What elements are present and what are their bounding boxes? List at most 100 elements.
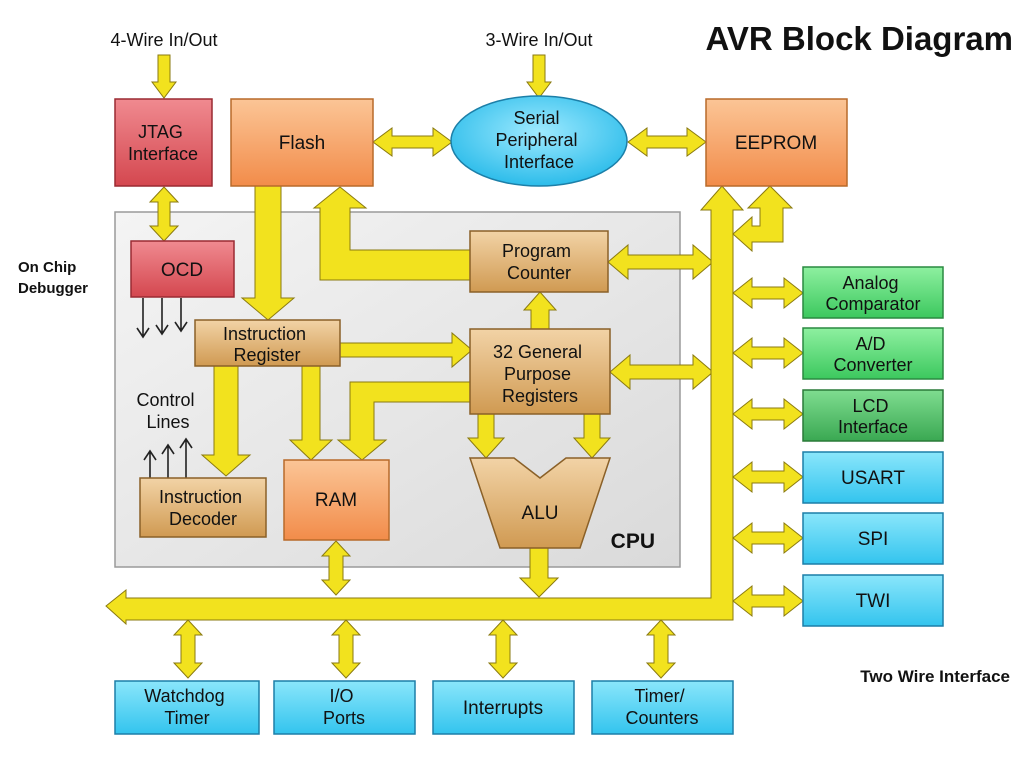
svg-text:USART: USART <box>841 468 905 489</box>
instruction-decoder-line-1: Instruction <box>159 487 242 507</box>
adc-line-1: A/D <box>855 334 885 354</box>
instruction-register-line-1: Instruction <box>223 324 306 344</box>
svg-text:EEPROM: EEPROM <box>735 133 817 154</box>
svg-text:Analog Comparator: Analog Comparator <box>825 273 920 314</box>
three-wire-arrow <box>526 54 552 99</box>
svg-text:Watchdog Timer: Watchdog Timer <box>144 686 229 728</box>
twi-line-1: TWI <box>856 591 891 612</box>
ir-decoder-arrow <box>200 365 252 477</box>
adc-bus-arrow <box>732 336 804 370</box>
four-wire-label: 4-Wire In/Out <box>110 30 217 50</box>
spi-bus-arrow <box>732 521 804 555</box>
spi-eeprom-arrow <box>627 127 707 157</box>
ram-bus-arrow <box>320 540 352 596</box>
watchdog-line-1: Watchdog <box>144 686 224 706</box>
svg-text:ALU: ALU <box>522 503 559 524</box>
jtag-line-1: JTAG <box>138 122 183 142</box>
instruction-decoder-block: Instruction Decoder <box>139 477 267 538</box>
svg-text:Timer/ Counters: Timer/ Counters <box>625 686 698 728</box>
control-lines-line-2: Lines <box>146 412 189 432</box>
svg-text:OCD: OCD <box>161 260 203 281</box>
svg-text:Instruction Decoder: Instruction Decoder <box>159 487 247 529</box>
timer-counters-block: Timer/ Counters <box>591 680 734 735</box>
program-counter-line-1: Program <box>502 241 571 261</box>
usart-block: USART <box>802 451 944 504</box>
svg-text:I/O Ports: I/O Ports <box>323 686 365 728</box>
adc-line-2: Converter <box>833 355 912 375</box>
program-counter-line-2: Counter <box>507 263 571 283</box>
gpr-ram-path <box>336 381 471 461</box>
ram-block: RAM <box>283 459 390 541</box>
eeprom-bus-arrow <box>732 185 794 253</box>
watchdog-bus-arrow <box>172 619 204 679</box>
twi-block: TWI <box>802 574 944 627</box>
gpr-pc-arrow <box>522 291 558 330</box>
diagram-title: AVR Block Diagram <box>706 20 1013 57</box>
gpr-line-1: 32 General <box>493 342 582 362</box>
bus-layer <box>105 54 804 679</box>
spi-ellipse-block: Serial Peripheral Interface <box>450 95 628 187</box>
ram-line-1: RAM <box>315 490 357 511</box>
lcd-line-2: Interface <box>838 417 908 437</box>
svg-text:LCD Interface: LCD Interface <box>838 396 908 437</box>
gpr-alu-left-arrow <box>466 413 506 459</box>
pc-flash-path <box>312 186 471 281</box>
control-lines-label: Control Lines <box>136 390 199 432</box>
on-chip-debugger-line-1: On Chip <box>18 259 76 276</box>
instruction-register-block: Instruction Register <box>194 319 341 367</box>
svg-text:Serial Peripheral: Serial Peripheral Interface <box>495 108 582 172</box>
eeprom-block: EEPROM <box>705 98 848 187</box>
spi-ellipse-line-3: Interface <box>504 152 574 172</box>
instruction-decoder-line-2: Decoder <box>169 509 237 529</box>
alu-block: ALU <box>468 457 612 549</box>
jtag-line-2: Interface <box>128 144 198 164</box>
gpr-block: 32 General Purpose Registers <box>469 328 611 415</box>
alu-line-1: ALU <box>522 503 559 524</box>
eeprom-line-1: EEPROM <box>735 133 817 154</box>
io-bus-arrow <box>330 619 362 679</box>
spi-line-1: SPI <box>858 529 889 550</box>
two-wire-interface-label: Two Wire Interface <box>860 667 1010 686</box>
svg-text:Flash: Flash <box>279 133 325 154</box>
four-wire-arrow <box>151 54 177 99</box>
three-wire-label: 3-Wire In/Out <box>485 30 592 50</box>
gpr-line-3: Registers <box>502 386 578 406</box>
flash-line-1: Flash <box>279 133 325 154</box>
cpu-label: CPU <box>611 530 655 553</box>
io-ports-block: I/O Ports <box>273 680 416 735</box>
alu-bus-arrow <box>518 547 560 598</box>
svg-text:SPI: SPI <box>858 529 889 550</box>
flash-spi-arrow <box>372 127 453 157</box>
timer-line-1: Timer/ <box>634 686 684 706</box>
interrupts-line-1: Interrupts <box>463 698 543 719</box>
ir-gpr-arrow <box>339 331 473 369</box>
svg-text:A/D Converter: A/D Converter <box>833 334 912 375</box>
analog-comparator-line-2: Comparator <box>825 294 920 314</box>
jtag-block: JTAG Interface <box>114 98 213 187</box>
on-chip-debugger-label: On Chip Debugger <box>18 259 88 297</box>
svg-text:Program Counter: Program Counter <box>502 241 576 283</box>
watchdog-line-2: Timer <box>164 708 209 728</box>
usart-line-1: USART <box>841 468 905 489</box>
svg-text:Interrupts: Interrupts <box>463 698 543 719</box>
spi-ellipse-line-1: Serial <box>513 108 559 128</box>
analog-bus-arrow <box>732 276 804 310</box>
analog-comparator-line-1: Analog <box>842 273 898 293</box>
watchdog-block: Watchdog Timer <box>114 680 260 735</box>
svg-text:Instruction Register: Instruction Register <box>223 324 311 365</box>
twi-bus-arrow <box>732 584 804 618</box>
lcd-bus-arrow <box>732 397 804 431</box>
gpr-alu-right-arrow <box>572 413 612 459</box>
spi-block: SPI <box>802 512 944 565</box>
timer-line-2: Counters <box>625 708 698 728</box>
control-lines-line-1: Control <box>136 390 194 410</box>
gpr-line-2: Purpose <box>504 364 571 384</box>
program-counter-block: Program Counter <box>469 230 609 293</box>
io-ports-line-2: Ports <box>323 708 365 728</box>
io-ports-line-1: I/O <box>329 686 353 706</box>
ocd-control-arrows <box>136 298 188 339</box>
timer-bus-arrow <box>645 619 677 679</box>
svg-text:TWI: TWI <box>856 591 891 612</box>
interrupts-block: Interrupts <box>432 680 575 735</box>
